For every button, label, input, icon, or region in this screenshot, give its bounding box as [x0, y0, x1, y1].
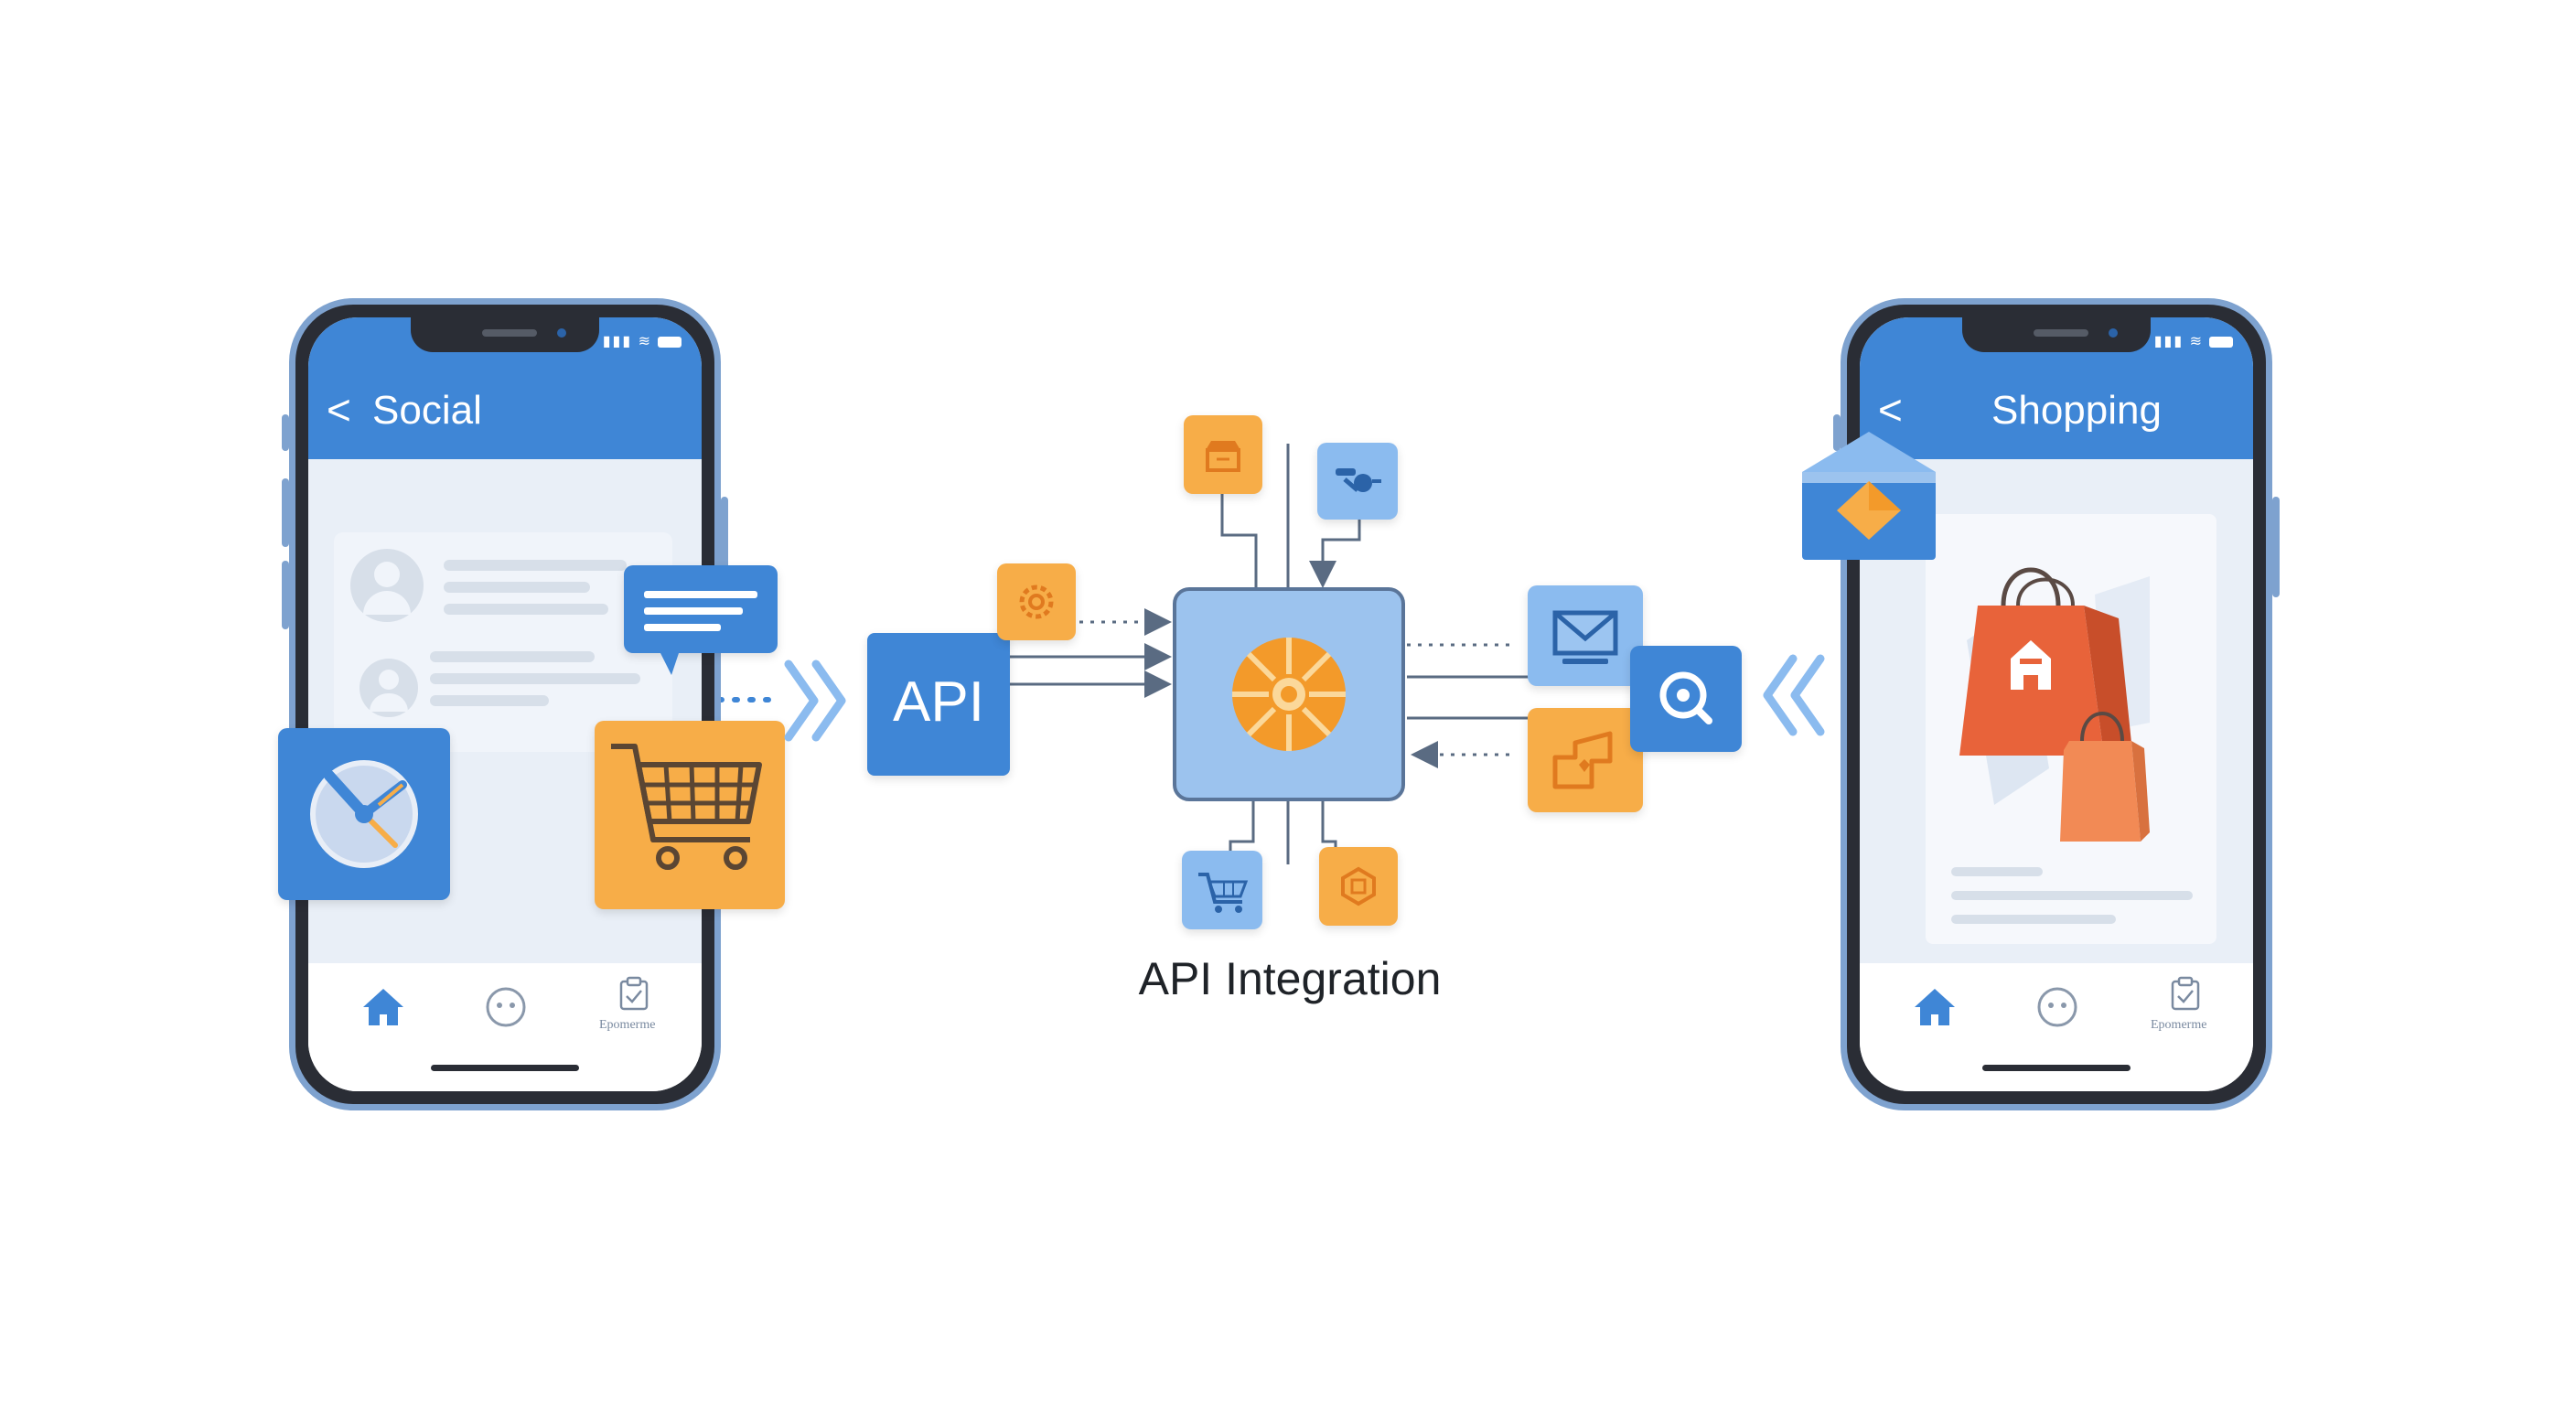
social-phone: ▮▮▮ ≋ < Social — [282, 298, 728, 1110]
chat-bubble-icon — [644, 591, 757, 675]
store-icon — [1206, 441, 1240, 472]
gear-badge-tile — [997, 563, 1076, 640]
smiley-icon[interactable] — [484, 985, 528, 1029]
api-badge-label: API — [893, 670, 984, 734]
diagram-caption: API Integration — [1138, 953, 1442, 1004]
map-tile — [1528, 708, 1643, 812]
tab-label[interactable]: Ероmerme — [2151, 1018, 2207, 1032]
clipboard-icon[interactable] — [2167, 976, 2204, 1013]
shopping-bags-icon — [1959, 567, 2150, 842]
home-icon[interactable] — [1911, 985, 1959, 1029]
clipboard-icon[interactable] — [616, 976, 652, 1013]
status-bar: ▮▮▮ ≋ — [2154, 332, 2233, 350]
cart-small-icon — [1198, 873, 1249, 913]
hub-gear-icon — [1232, 638, 1346, 751]
avatar — [360, 659, 418, 717]
tab-bar: Ероmerme — [308, 963, 702, 1091]
back-button[interactable]: < — [1878, 386, 1903, 434]
app-header: ▮▮▮ ≋ < Shopping — [1860, 317, 2253, 459]
shopping-cart-tile — [595, 721, 785, 909]
diamond-box-icon — [1802, 432, 1936, 560]
drone-tile — [1317, 443, 1398, 520]
feed-card — [334, 532, 672, 752]
tab-bar: Ероmerme — [1860, 963, 2253, 1091]
status-bar: ▮▮▮ ≋ — [603, 332, 682, 350]
chevron-right-icon — [784, 660, 846, 742]
search-tile — [1630, 646, 1742, 752]
chevron-left-icon — [1763, 654, 1825, 736]
gear-badge-icon — [1019, 585, 1054, 619]
compass-icon — [310, 760, 418, 868]
cart-small-tile — [1182, 851, 1262, 929]
smiley-icon[interactable] — [2035, 985, 2079, 1029]
mail-icon — [1552, 610, 1618, 664]
coupon-tile — [1319, 847, 1398, 926]
map-icon — [1552, 731, 1613, 789]
tab-label[interactable]: Ероmerme — [599, 1018, 656, 1032]
mail-tile — [1528, 585, 1643, 686]
back-button[interactable]: < — [327, 386, 351, 434]
api-badge: API — [867, 633, 1010, 776]
chat-bubble-tile — [624, 565, 778, 675]
coupon-icon — [1341, 866, 1376, 906]
avatar — [350, 549, 424, 622]
shopping-cart-icon — [611, 744, 762, 870]
page-title: Social — [372, 388, 482, 433]
search-icon — [1659, 671, 1712, 724]
compass-tile — [278, 728, 450, 900]
integration-hub — [1173, 587, 1405, 801]
home-icon[interactable] — [360, 985, 407, 1029]
page-title: Shopping — [1991, 388, 2162, 433]
store-tile — [1184, 415, 1262, 494]
app-header: ▮▮▮ ≋ < Social — [308, 317, 702, 459]
drone-icon — [1336, 468, 1381, 492]
